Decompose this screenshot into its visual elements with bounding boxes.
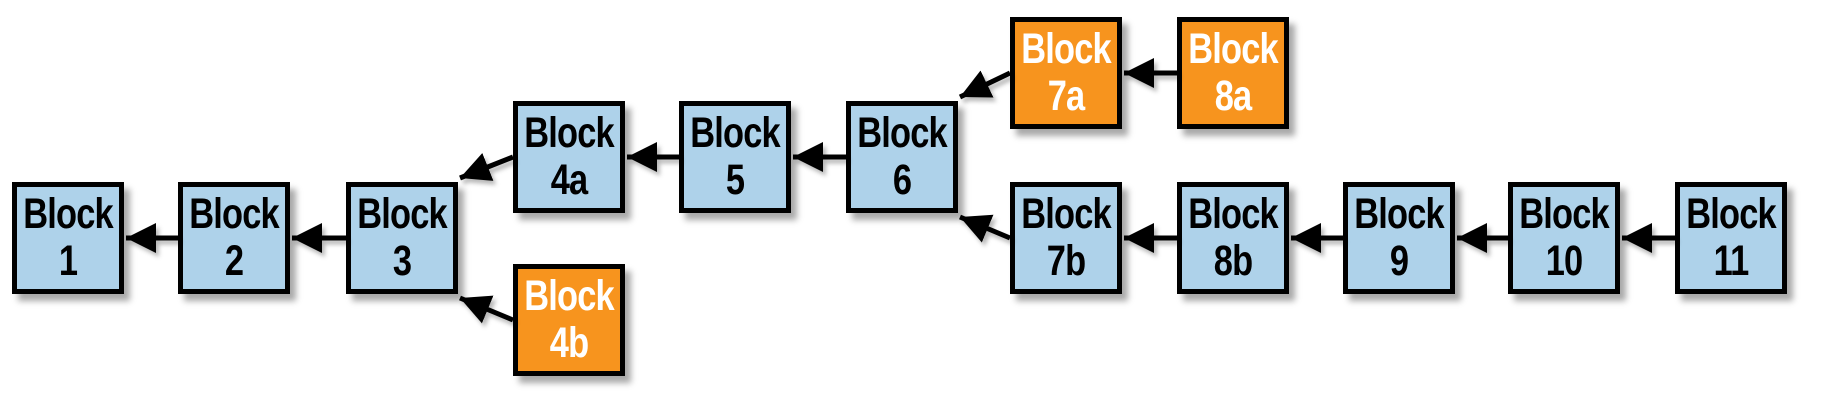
block-word: Block — [189, 189, 279, 238]
block-word: Block — [1188, 189, 1278, 238]
block-number: 8a — [1214, 72, 1252, 120]
block-number: 7a — [1047, 72, 1085, 120]
block-number: 2 — [224, 237, 244, 285]
block-word: Block — [1021, 24, 1111, 73]
block-number: 6 — [892, 156, 912, 204]
block-number: 1 — [58, 237, 78, 285]
block-word: Block — [1519, 189, 1609, 238]
block-number: 7b — [1046, 237, 1086, 285]
block-word: Block — [1021, 189, 1111, 238]
block-word: Block — [857, 108, 947, 157]
block-word: Block — [1686, 189, 1776, 238]
block-number: 10 — [1545, 237, 1583, 285]
block-word: Block — [1188, 24, 1278, 73]
block-word: Block — [357, 189, 447, 238]
block-word: Block — [1354, 189, 1444, 238]
block-word: Block — [23, 189, 113, 238]
block-number: 8b — [1213, 237, 1253, 285]
block-number: 4a — [550, 156, 588, 204]
block-number: 4b — [549, 319, 589, 367]
block-number: 11 — [1713, 237, 1750, 285]
block-number: 9 — [1389, 237, 1409, 285]
block-word: Block — [524, 108, 614, 157]
block-number: 3 — [392, 237, 412, 285]
block-word: Block — [524, 271, 614, 320]
block-number: 5 — [725, 156, 745, 204]
block-word: Block — [690, 108, 780, 157]
